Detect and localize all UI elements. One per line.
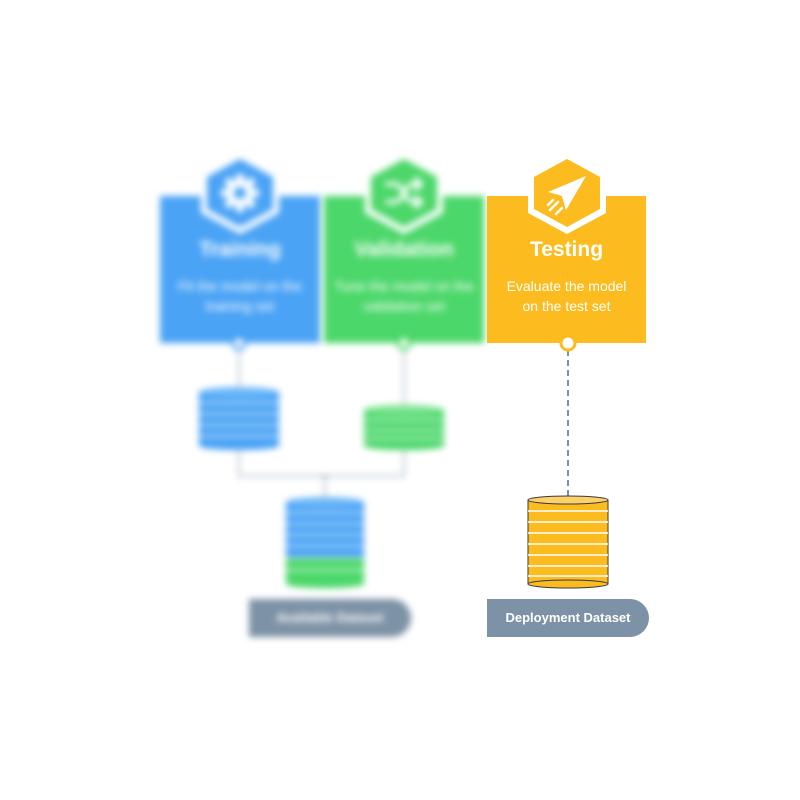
validation-description: Tune the model on the validation set [334, 278, 474, 314]
paper-plane-icon [546, 176, 586, 216]
training-title: Training [199, 238, 281, 261]
training-description: Fit the model on the training set [178, 278, 302, 314]
shuffle-icon [385, 177, 424, 209]
validation-hex-badge [365, 152, 443, 234]
training-hex-badge [201, 152, 279, 234]
available-dataset-label: Available Dataset [249, 599, 411, 637]
gear-icon [221, 174, 259, 212]
validation-title: Validation [354, 238, 454, 261]
testing-hex-badge [528, 152, 606, 234]
testing-description: Evaluate the model on the test set [506, 278, 627, 314]
deployment-dataset-label: Deployment Dataset [487, 599, 649, 637]
testing-title: Testing [529, 238, 604, 261]
